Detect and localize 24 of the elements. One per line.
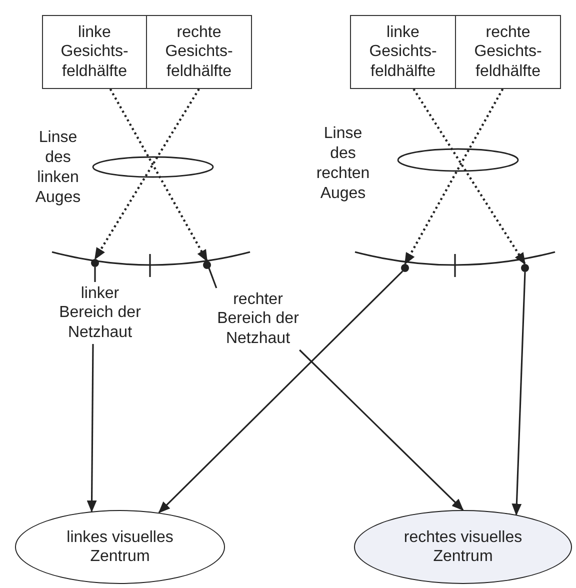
retina-area-label: linker Bereich der Netzhaut bbox=[50, 282, 150, 344]
field-half-box: rechte Gesichts-feldhälfte bbox=[146, 15, 252, 89]
arrow bbox=[404, 88, 504, 265]
lens-label: Linse des rechten Auges bbox=[315, 124, 371, 204]
arrow bbox=[512, 272, 526, 516]
field-half-box: linke Gesichts-feldhälfte bbox=[42, 15, 147, 89]
arrow bbox=[412, 88, 526, 265]
leader-line bbox=[208, 268, 218, 288]
retina-area-label: rechter Bereich der Netzhaut bbox=[206, 288, 310, 350]
arrow bbox=[109, 88, 208, 262]
retina-point bbox=[521, 264, 529, 272]
arrow bbox=[299, 349, 464, 511]
visual-center-ellipse: rechtes visuelles Zentrum bbox=[354, 510, 572, 584]
retina-point bbox=[91, 259, 99, 267]
lens-label: Linse des linken Auges bbox=[34, 128, 82, 208]
retina-point bbox=[203, 261, 211, 269]
arrow bbox=[86, 344, 97, 512]
field-half-box: rechte Gesichts-feldhälfte bbox=[455, 15, 561, 89]
field-half-box: linke Gesichts-feldhälfte bbox=[350, 15, 456, 89]
leader-line bbox=[94, 267, 96, 282]
arrow bbox=[94, 88, 200, 260]
arrow bbox=[158, 270, 404, 514]
retina-point bbox=[401, 264, 409, 272]
visual-center-ellipse: linkes visuelles Zentrum bbox=[15, 510, 225, 584]
